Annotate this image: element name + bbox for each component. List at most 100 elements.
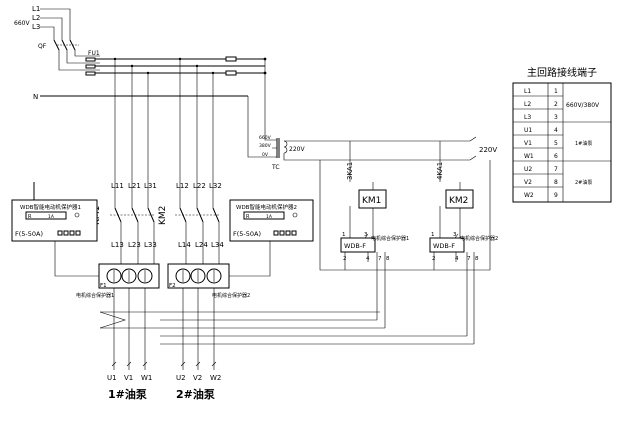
m2-line-l34: L34 bbox=[211, 241, 224, 249]
control-supply-label: 220V bbox=[479, 146, 497, 154]
ct-2-label: 电机综合保护器2 bbox=[212, 292, 250, 299]
motor-feeders bbox=[113, 57, 215, 208]
terminal-row-8-num: 8 bbox=[554, 179, 558, 186]
input-l3-label: L3 bbox=[32, 23, 40, 31]
terminal-row-4-name: U1 bbox=[524, 127, 532, 134]
terminal-row-6-name: W1 bbox=[524, 153, 534, 160]
m2-line-l32: L32 bbox=[209, 182, 222, 190]
pump-1-label: 1#油泵 bbox=[108, 387, 147, 401]
qf-label: QF bbox=[38, 43, 47, 50]
m1-line-l11: L11 bbox=[111, 182, 124, 190]
m2-line-l24: L24 bbox=[195, 241, 208, 249]
tc-tap-380-label: 380V bbox=[259, 143, 272, 149]
wdb1-pin-2: 2 bbox=[343, 256, 347, 262]
control-circuit bbox=[99, 141, 491, 345]
m1-out-w1: W1 bbox=[141, 374, 152, 382]
input-l1-label: L1 bbox=[32, 5, 40, 13]
pump-2-label: 2#油泵 bbox=[176, 387, 215, 401]
contactor-km2-contacts bbox=[175, 207, 220, 235]
wdb2-pin-4: 4 bbox=[455, 256, 459, 262]
terminal-table-title: 主回路接线端子 bbox=[527, 66, 597, 79]
contactor-km2-label: KM2 bbox=[158, 206, 168, 225]
m1-lower-wires bbox=[120, 235, 155, 264]
ct-1-tag: F1 bbox=[100, 283, 107, 289]
wdb-1-desc: 电机综合保护器1 bbox=[371, 235, 409, 242]
m2-line-l12: L12 bbox=[176, 182, 189, 190]
input-l2-label: L2 bbox=[32, 14, 40, 22]
protector-panel-2 bbox=[229, 199, 314, 277]
input-voltage-label: 660V bbox=[14, 20, 30, 27]
ct-1-label: 电机综合保护器1 bbox=[76, 292, 114, 299]
control-supply-terminal bbox=[469, 136, 477, 161]
protector-2-title: WDB智能电动机保护器2 bbox=[236, 203, 297, 211]
protector-1-r: R bbox=[28, 214, 32, 220]
m1-line-l21: L21 bbox=[128, 182, 141, 190]
wdb2-pin-2: 2 bbox=[432, 256, 436, 262]
terminal-row-5-num: 5 bbox=[554, 140, 558, 147]
tc-tap-0-label: 0V bbox=[262, 152, 269, 158]
wdb2-pin-8: 8 bbox=[475, 256, 479, 262]
wdb1-pin-8: 8 bbox=[386, 256, 390, 262]
m1-line-l33: L33 bbox=[144, 241, 157, 249]
contactor-km1-contacts bbox=[110, 207, 155, 235]
ct-2-tag: F2 bbox=[169, 283, 176, 289]
wdb1-pin-4: 4 bbox=[366, 256, 370, 262]
wdb-f-1-label: WDB-F bbox=[344, 242, 366, 250]
m2-out-w2: W2 bbox=[210, 374, 221, 382]
tc-label: TC bbox=[271, 164, 280, 171]
protector-panel-1 bbox=[11, 182, 100, 277]
tc-output-label: 220V bbox=[289, 146, 305, 153]
protector-1-value: 1A bbox=[48, 214, 55, 220]
m1-out-u1: U1 bbox=[107, 374, 117, 382]
terminal-row-2-name: L2 bbox=[524, 101, 531, 108]
wdb-2-desc: 电机综合保护器2 bbox=[460, 235, 498, 242]
ct-block-1 bbox=[98, 263, 160, 370]
m2-lower-wires bbox=[185, 235, 220, 264]
fu1-label: FU1 bbox=[88, 50, 100, 57]
terminal-row-2-num: 2 bbox=[554, 101, 558, 108]
terminal-row-7-name: U2 bbox=[524, 166, 532, 173]
wdb1-pin-7: 7 bbox=[378, 256, 382, 262]
terminal-group-pump1: 1#油泵 bbox=[575, 140, 592, 147]
terminal-row-4-num: 4 bbox=[554, 127, 558, 134]
protector-1-title: WDB智能电动机保护器1 bbox=[20, 203, 81, 211]
m2-out-v2: V2 bbox=[193, 374, 202, 382]
wdb1-pin-1: 1 bbox=[342, 232, 346, 238]
m2-line-l22: L22 bbox=[193, 182, 206, 190]
wdb2-pin-3: 3 bbox=[453, 232, 457, 238]
terminal-group-pump2: 2#油泵 bbox=[575, 179, 592, 186]
wdb1-pin-3: 3 bbox=[364, 232, 368, 238]
terminal-row-7-num: 7 bbox=[554, 166, 558, 173]
protector-1-range: F(5-50A) bbox=[15, 230, 43, 238]
terminal-row-1-name: L1 bbox=[524, 88, 531, 95]
terminal-group-supply: 660V/380V bbox=[566, 102, 600, 109]
transformer-tc bbox=[247, 59, 470, 161]
terminal-row-6-num: 6 bbox=[554, 153, 558, 160]
coil-km1-label: KM1 bbox=[362, 196, 381, 206]
protector-2-r: R bbox=[246, 214, 250, 220]
tc-tap-660-label: 660V bbox=[259, 135, 272, 141]
relay-3ka1-label: 3KA1 bbox=[346, 162, 354, 180]
terminal-row-8-name: V2 bbox=[524, 179, 532, 186]
m1-out-v1: V1 bbox=[124, 374, 133, 382]
output-terminals bbox=[111, 361, 217, 367]
m2-line-l14: L14 bbox=[178, 241, 191, 249]
terminal-row-1-num: 1 bbox=[554, 88, 558, 95]
m1-line-l31: L31 bbox=[144, 182, 157, 190]
terminal-row-9-num: 9 bbox=[554, 192, 558, 199]
neutral-label: N bbox=[33, 93, 38, 101]
protector-2-value: 1A bbox=[266, 214, 273, 220]
protector-2-range: F(5-50A) bbox=[233, 230, 261, 238]
ct-block-2 bbox=[167, 263, 230, 370]
terminal-row-5-name: V1 bbox=[524, 140, 532, 147]
wdb2-pin-1: 1 bbox=[431, 232, 435, 238]
wdb2-pin-7: 7 bbox=[467, 256, 471, 262]
relay-4ka1-label: 4KA1 bbox=[436, 162, 444, 180]
terminal-table bbox=[512, 82, 612, 203]
terminal-row-9-name: W2 bbox=[524, 192, 534, 199]
terminal-row-3-name: L3 bbox=[524, 114, 531, 121]
m1-line-l13: L13 bbox=[111, 241, 124, 249]
m2-out-u2: U2 bbox=[176, 374, 186, 382]
fuse-fu1 bbox=[85, 57, 96, 76]
